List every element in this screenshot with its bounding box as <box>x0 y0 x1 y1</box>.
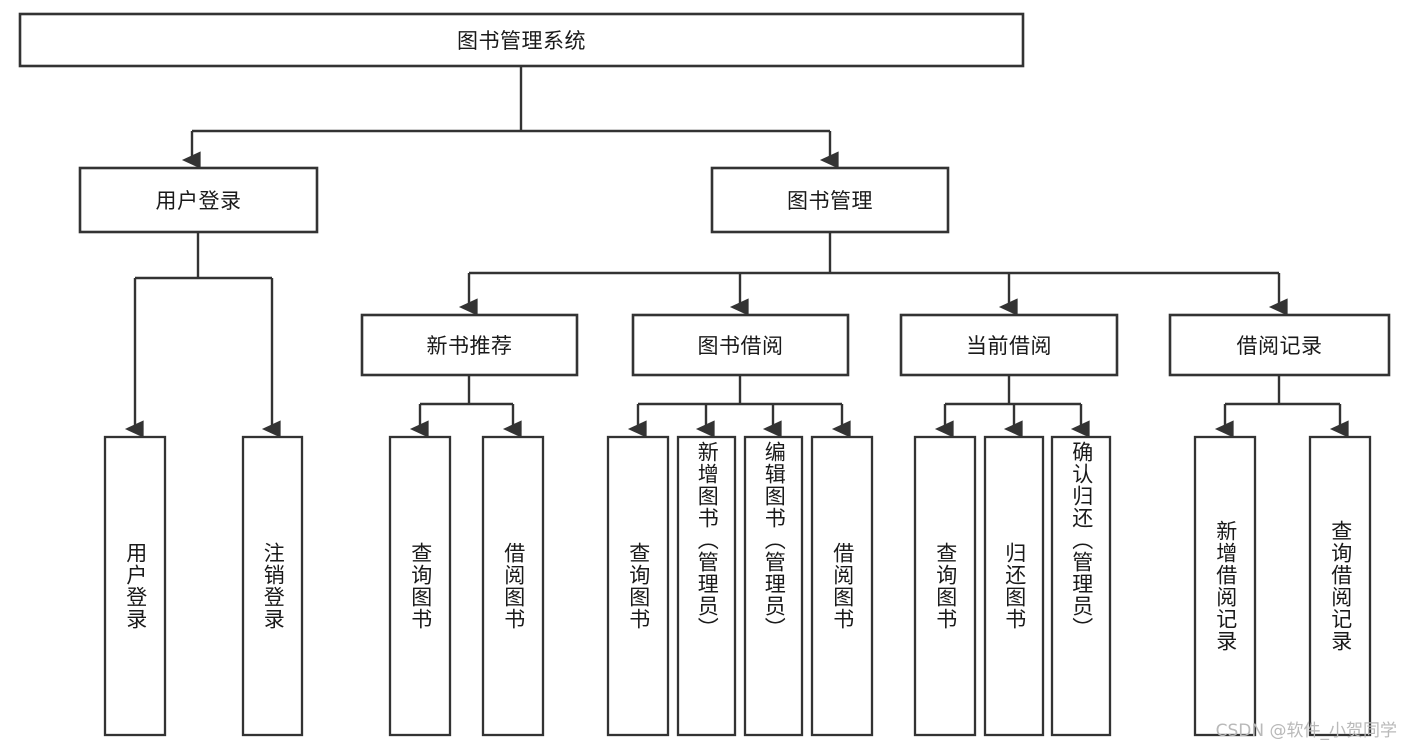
leaf-book-borrow-3[interactable] <box>743 435 804 737</box>
node-book-management[interactable] <box>710 166 950 234</box>
leaf-current-borrow-1[interactable] <box>913 435 977 737</box>
leaf-book-borrow-4[interactable] <box>810 435 874 737</box>
node-new-book-recommend[interactable] <box>360 313 579 377</box>
leaf-new-book-1[interactable] <box>388 435 452 737</box>
leaf-user-login-1[interactable] <box>103 435 167 737</box>
leaf-new-book-2[interactable] <box>481 435 545 737</box>
node-root[interactable] <box>18 12 1025 68</box>
node-user-login[interactable] <box>78 166 319 234</box>
node-current-borrow[interactable] <box>899 313 1119 377</box>
leaf-book-borrow-2[interactable] <box>676 435 737 737</box>
leaf-current-borrow-2[interactable] <box>983 435 1045 737</box>
node-borrow-record[interactable] <box>1168 313 1391 377</box>
leaf-current-borrow-3[interactable] <box>1050 435 1112 737</box>
leaf-book-borrow-1[interactable] <box>606 435 670 737</box>
node-book-borrow[interactable] <box>631 313 850 377</box>
leaf-borrow-record-1[interactable] <box>1193 435 1257 737</box>
leaf-borrow-record-2[interactable] <box>1308 435 1372 737</box>
leaf-user-login-2[interactable] <box>241 435 304 737</box>
